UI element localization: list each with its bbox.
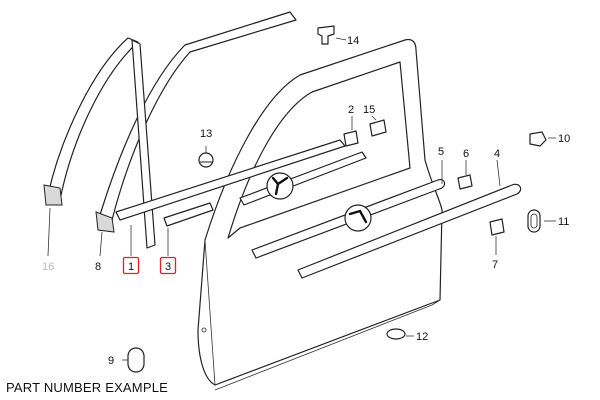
grommet-11 [527, 209, 541, 233]
callout-9: 9 [108, 355, 114, 367]
window-run-channel-rear [43, 37, 139, 206]
direction-symbol-lower [344, 204, 372, 232]
clip-14 [317, 25, 335, 45]
clip-15 [369, 119, 387, 137]
callout-4: 4 [494, 148, 500, 160]
plug-9 [127, 347, 145, 373]
clip-2 [343, 130, 359, 147]
highlight-box-part-3 [159, 256, 177, 275]
callout-16: 16 [42, 261, 54, 273]
clip-13 [198, 152, 214, 168]
callout-5: 5 [438, 146, 444, 158]
side-molding-lower [297, 183, 522, 279]
weatherstrip-vertical [131, 39, 156, 249]
callout-1: 1 [128, 261, 134, 273]
callout-13: 13 [200, 128, 212, 140]
callout-12: 12 [416, 331, 428, 343]
belt-molding-inner [115, 139, 346, 221]
clip-10 [529, 131, 547, 147]
belt-molding-outer [163, 202, 214, 227]
callout-15: 15 [363, 104, 375, 116]
callout-6: 6 [463, 148, 469, 160]
direction-symbol-upper [266, 172, 294, 200]
callout-11: 11 [558, 216, 569, 228]
clip-7 [489, 218, 505, 236]
callout-3: 3 [165, 261, 171, 273]
leader-lines [47, 37, 556, 361]
highlight-box-part-1 [122, 256, 140, 275]
grommet-12 [386, 328, 406, 340]
callout-14: 14 [347, 35, 359, 47]
callout-8: 8 [95, 261, 101, 273]
callout-2: 2 [348, 104, 354, 116]
callout-7: 7 [492, 259, 498, 271]
caption-part-number-example: PART NUMBER EXAMPLE [6, 380, 169, 395]
callout-10: 10 [558, 133, 570, 145]
clip-6 [457, 174, 473, 190]
door-shell [197, 38, 443, 391]
